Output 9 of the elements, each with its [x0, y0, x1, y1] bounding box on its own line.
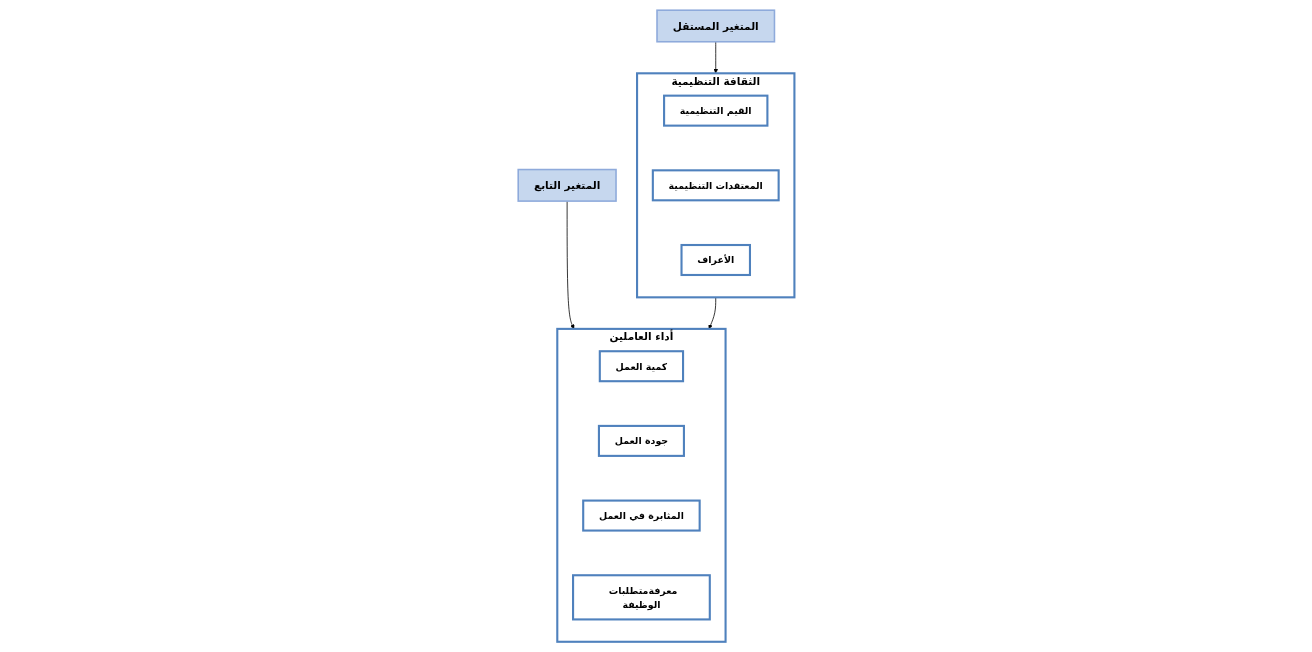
node-box: جودة العمل	[597, 424, 685, 457]
node-box: المتغير المستقل	[655, 9, 775, 43]
node-box: القيم التنظيمية	[662, 94, 769, 127]
node-box: الأعراف	[680, 243, 751, 277]
node-box: المثابرة في العمل	[581, 499, 701, 532]
node-box: معرفةمتطلبات الوظيفة	[571, 574, 711, 621]
node-box: المعتقدات التنظيمية	[651, 169, 780, 202]
node-box: كمية العمل	[598, 350, 684, 383]
node-box: المتغير التابع	[517, 168, 617, 202]
